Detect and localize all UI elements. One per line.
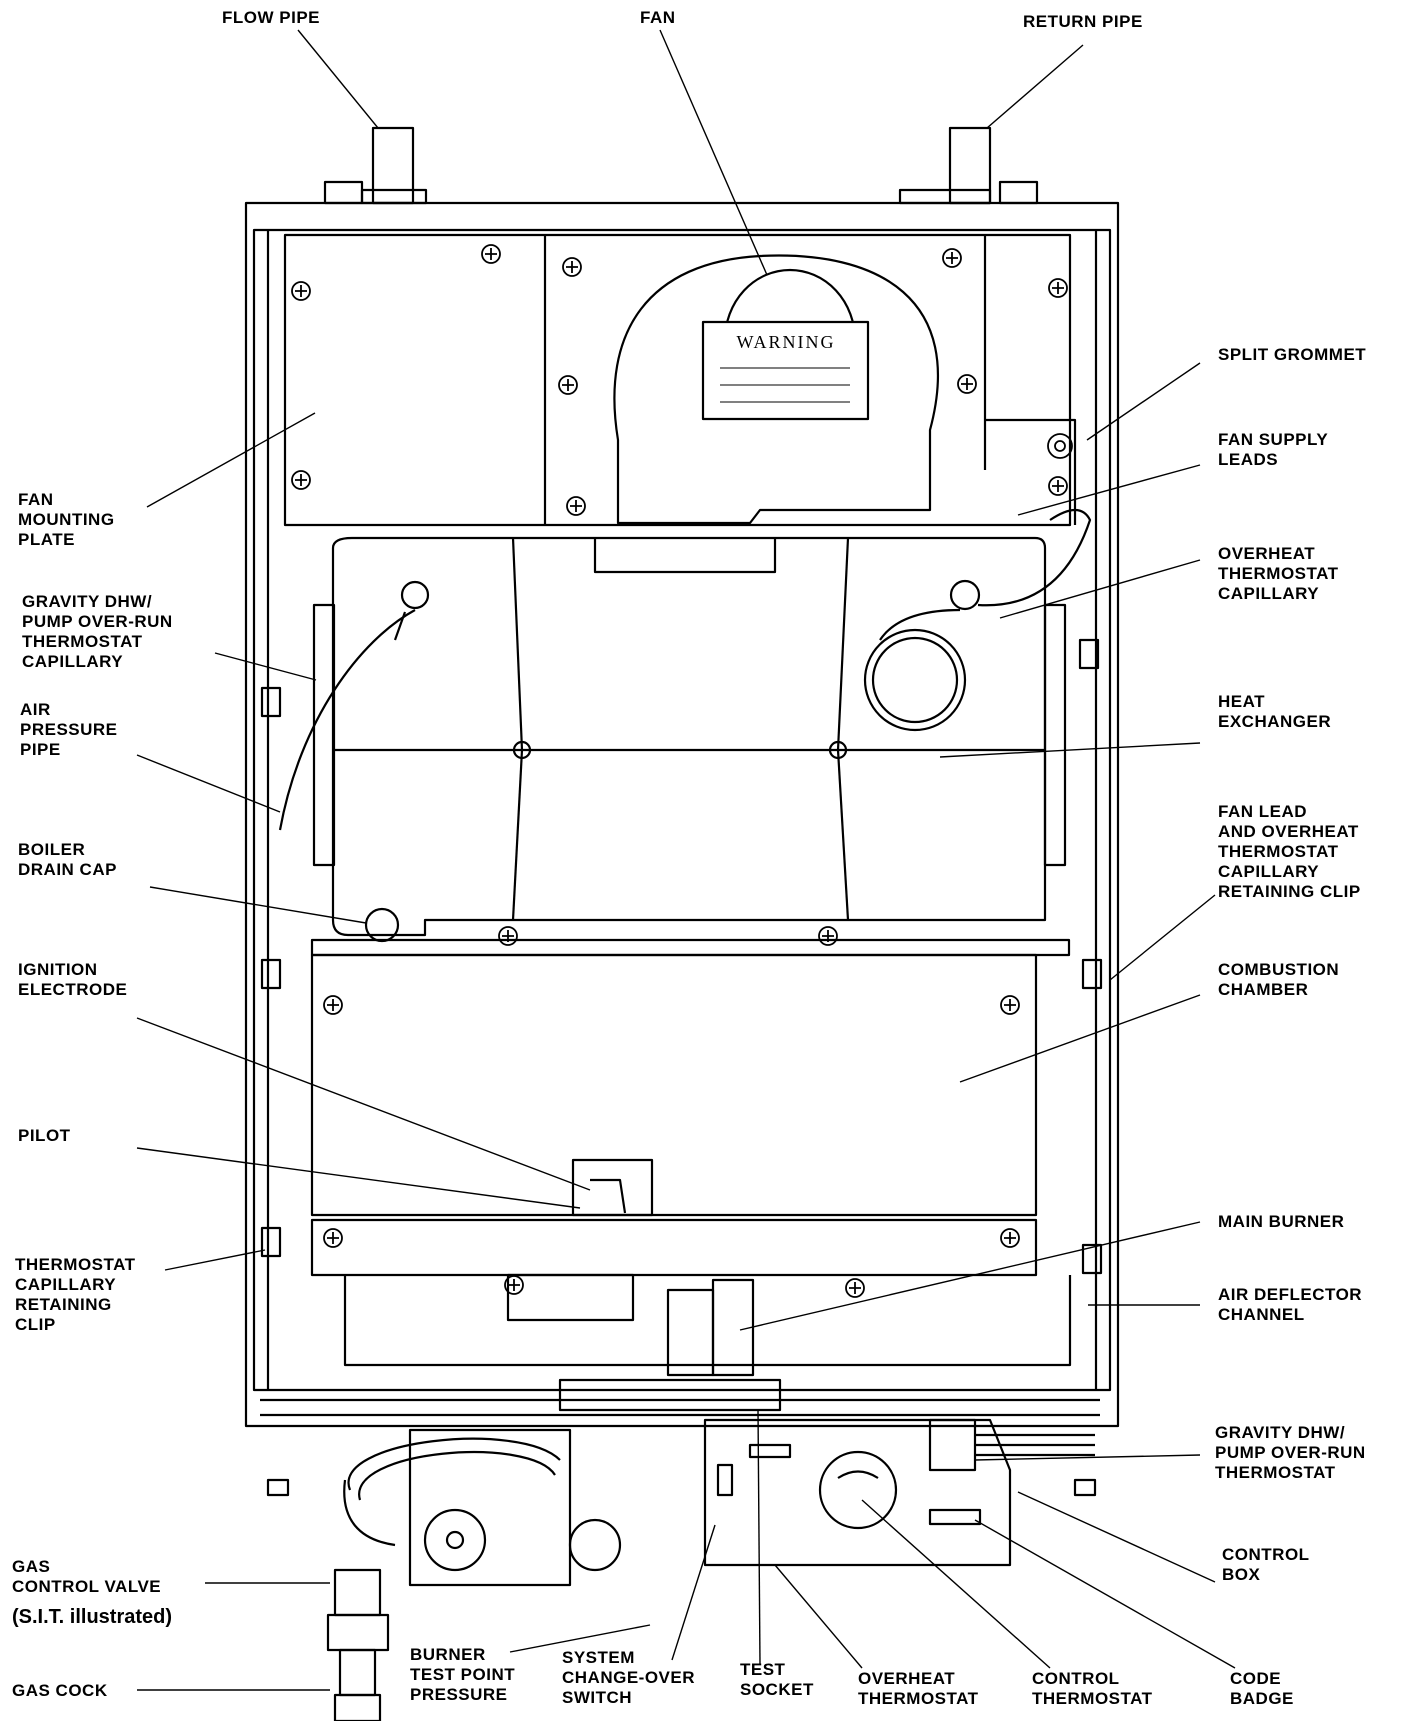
screw bbox=[323, 1228, 343, 1248]
label-overheat-thermostat-capillary: OVERHEAT THERMOSTAT CAPILLARY bbox=[1218, 544, 1339, 603]
warning-plate bbox=[701, 320, 870, 421]
heat-exchanger bbox=[331, 536, 1047, 937]
fan-mounting-plate bbox=[283, 233, 1072, 527]
leader-capillary-clip bbox=[164, 1249, 266, 1271]
label-combustion-chamber: COMBUSTION CHAMBER bbox=[1218, 960, 1340, 999]
combustion-chamber bbox=[310, 953, 1038, 1217]
label-fan-supply-leads: FAN SUPPLY LEADS bbox=[1218, 430, 1329, 469]
leader-fan bbox=[659, 29, 768, 276]
label-burner-test-point: BURNER TEST POINT PRESSURE bbox=[410, 1645, 516, 1704]
leader-control-thermostat bbox=[861, 1499, 1051, 1669]
boiler-drain-cap bbox=[364, 907, 400, 943]
label-flow-pipe: FLOW PIPE bbox=[222, 8, 320, 27]
leader-code-badge bbox=[974, 1519, 1236, 1669]
leader-split-grommet bbox=[1086, 362, 1201, 441]
return-pipe bbox=[898, 126, 1039, 205]
screw bbox=[845, 1278, 865, 1298]
screw bbox=[291, 470, 311, 490]
label-fan-lead-clip: FAN LEAD AND OVERHEAT THERMOSTAT CAPILLA… bbox=[1218, 802, 1361, 901]
label-return-pipe: RETURN PIPE bbox=[1023, 12, 1143, 31]
screw bbox=[818, 926, 838, 946]
label-gravity-dhw-capillary: GRAVITY DHW/ PUMP OVER-RUN THERMOSTAT CA… bbox=[22, 592, 173, 671]
leader-return-pipe bbox=[986, 44, 1084, 129]
label-gravity-dhw-thermostat: GRAVITY DHW/ PUMP OVER-RUN THERMOSTAT bbox=[1215, 1423, 1366, 1482]
label-split-grommet: SPLIT GROMMET bbox=[1218, 345, 1367, 364]
label-fan: FAN bbox=[640, 8, 676, 27]
label-air-pressure-pipe: AIR PRESSURE PIPE bbox=[20, 700, 118, 759]
leader-pilot bbox=[136, 1147, 581, 1209]
leader-overheat-thermostat bbox=[774, 1564, 863, 1669]
label-main-burner: MAIN BURNER bbox=[1218, 1212, 1345, 1231]
label-boiler-drain-cap: BOILER DRAIN CAP bbox=[18, 840, 117, 879]
screw bbox=[957, 374, 977, 394]
label-test-socket: TEST SOCKET bbox=[740, 1660, 814, 1699]
screw bbox=[481, 244, 501, 264]
label-control-thermostat: CONTROL THERMOSTAT bbox=[1032, 1669, 1153, 1708]
label-heat-exchanger: HEAT EXCHANGER bbox=[1218, 692, 1332, 731]
leader-system-change-over bbox=[671, 1524, 716, 1661]
screw bbox=[498, 926, 518, 946]
leader-gravity-capillary bbox=[214, 652, 317, 681]
split-grommet bbox=[1047, 433, 1073, 459]
fan-housing bbox=[613, 254, 940, 525]
label-gas-cock: GAS COCK bbox=[12, 1681, 108, 1700]
screw bbox=[504, 1275, 524, 1295]
screw bbox=[291, 281, 311, 301]
label-air-deflector-channel: AIR DEFLECTOR CHANNEL bbox=[1218, 1285, 1363, 1324]
leader-combustion-chamber bbox=[959, 994, 1201, 1083]
label-gas-control-valve: GAS CONTROL VALVE bbox=[12, 1557, 162, 1596]
screw bbox=[1000, 995, 1020, 1015]
main-burner bbox=[310, 1218, 1038, 1277]
label-code-badge: CODE BADGE bbox=[1230, 1669, 1294, 1708]
leader-flow-pipe bbox=[297, 29, 379, 129]
screw bbox=[1000, 1228, 1020, 1248]
leader-control-box bbox=[1017, 1491, 1216, 1583]
screw bbox=[566, 496, 586, 516]
label-pilot: PILOT bbox=[18, 1126, 71, 1145]
leader-fan-lead-clip bbox=[1109, 894, 1216, 981]
capillary-coil bbox=[863, 628, 967, 732]
leader-fan-mounting-plate bbox=[146, 412, 316, 508]
leader-air-pressure-pipe bbox=[136, 754, 281, 813]
inner-casing bbox=[252, 228, 1112, 1392]
label-ignition-electrode: IGNITION ELECTRODE bbox=[18, 960, 128, 999]
screw bbox=[942, 248, 962, 268]
screw bbox=[1048, 476, 1068, 496]
label-fan-mounting-plate: FAN MOUNTING PLATE bbox=[18, 490, 115, 549]
leader-test-socket bbox=[757, 1409, 761, 1666]
screw bbox=[1048, 278, 1068, 298]
outer-casing bbox=[244, 201, 1120, 1428]
leader-fan-supply-leads bbox=[1017, 464, 1201, 516]
leader-burner-test-point bbox=[509, 1624, 651, 1653]
warning-title: WARNING bbox=[737, 332, 836, 352]
screw bbox=[323, 995, 343, 1015]
leader-ignition-electrode bbox=[136, 1017, 591, 1191]
combustion-chamber-plate bbox=[310, 938, 1071, 957]
screw bbox=[558, 375, 578, 395]
label-sit-illustrated: (S.I.T. illustrated) bbox=[12, 1606, 173, 1628]
leader-heat-exchanger bbox=[939, 742, 1201, 758]
gas-control-valve bbox=[343, 1428, 622, 1587]
pilot-window bbox=[571, 1158, 654, 1217]
leader-main-burner bbox=[739, 1221, 1201, 1331]
label-thermostat-capillary-clip: THERMOSTAT CAPILLARY RETAINING CLIP bbox=[15, 1255, 136, 1334]
gas-cock bbox=[326, 1568, 390, 1721]
label-overheat-thermostat: OVERHEAT THERMOSTAT bbox=[858, 1669, 979, 1708]
label-control-box: CONTROL BOX bbox=[1222, 1545, 1310, 1584]
label-system-change-over: SYSTEM CHANGE-OVER SWITCH bbox=[562, 1648, 696, 1707]
screw bbox=[562, 257, 582, 277]
control-box bbox=[703, 1418, 1012, 1567]
flow-pipe bbox=[323, 126, 428, 205]
leader-boiler-drain-cap bbox=[149, 886, 367, 924]
leader-gravity-thermostat bbox=[974, 1454, 1201, 1461]
leader-overheat-capillary bbox=[999, 559, 1201, 619]
